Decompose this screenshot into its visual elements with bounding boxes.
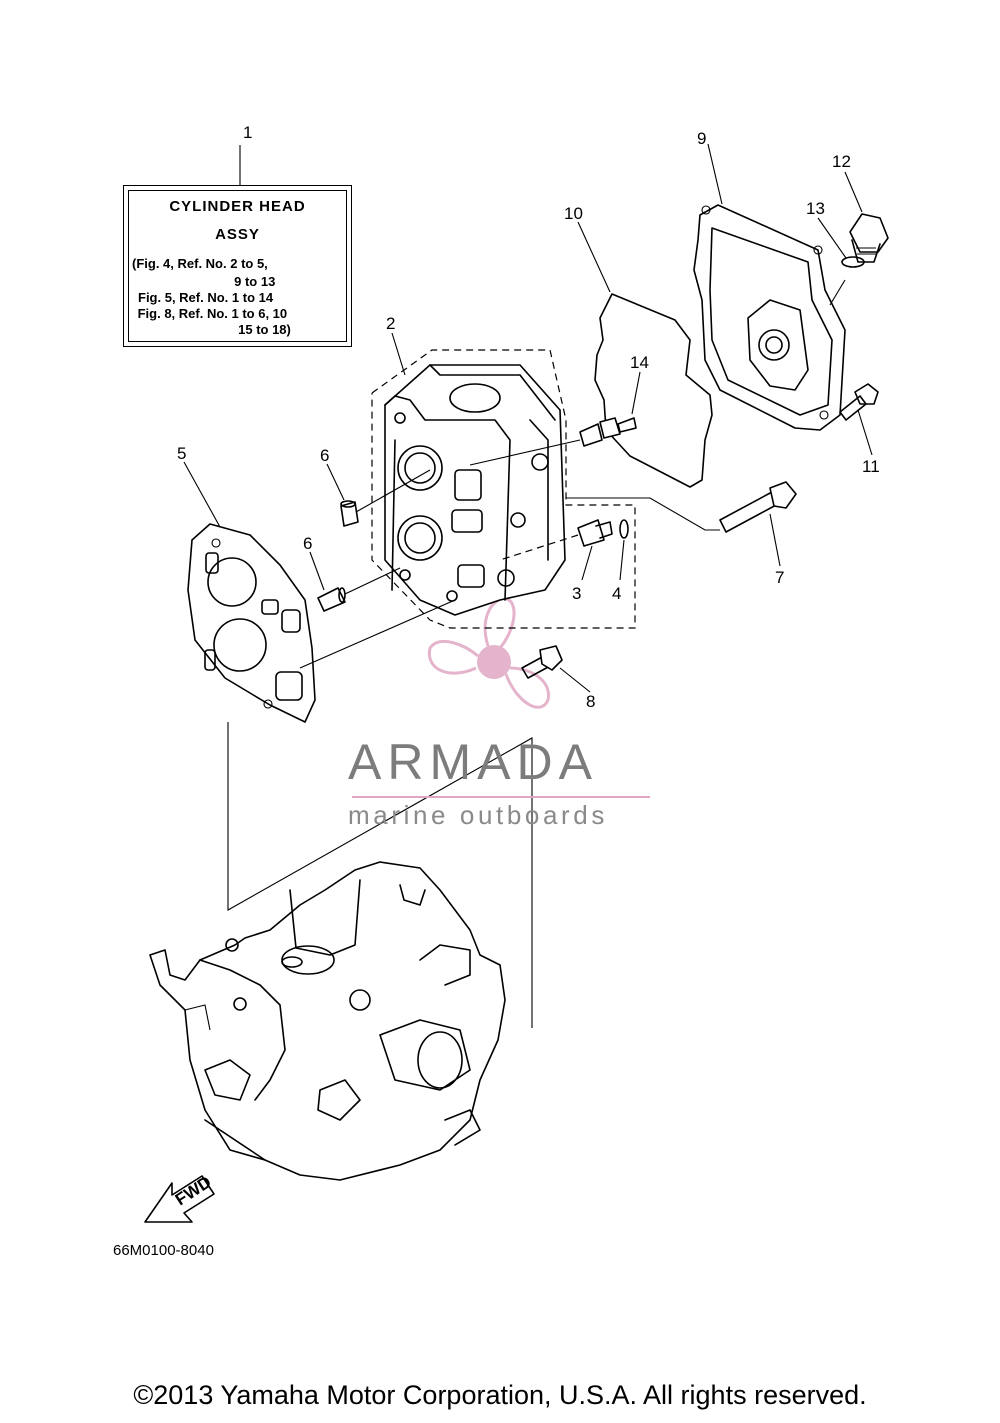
callout-11: 11	[862, 457, 880, 476]
callout-1: 1	[243, 123, 252, 142]
head-bolt	[719, 481, 797, 533]
watermark-brand: ARMADA	[348, 734, 598, 790]
cover-bolt	[839, 383, 879, 421]
callout-8: 8	[586, 692, 595, 711]
dowel-pin	[340, 500, 359, 527]
spark-plug	[579, 417, 637, 447]
o-ring	[841, 256, 865, 268]
callout-4: 4	[612, 584, 621, 603]
cylinder-head-cover	[693, 204, 846, 431]
copyright-notice: ©2013 Yamaha Motor Corporation, U.S.A. A…	[133, 1380, 867, 1410]
assy-line-5: 15 to 18)	[202, 322, 291, 337]
head-bolt-short	[521, 645, 563, 679]
assy-title-2: ASSY	[215, 226, 260, 243]
drawing-code: 66M0100-8040	[113, 1242, 214, 1259]
assy-line-4: Fig. 8, Ref. No. 1 to 6, 10	[134, 306, 288, 321]
assy-line-3: Fig. 5, Ref. No. 1 to 14	[138, 290, 274, 305]
callout-13: 13	[806, 199, 825, 218]
watermark-divider	[352, 796, 650, 798]
callout-9: 9	[697, 129, 706, 148]
callout-6a: 6	[320, 446, 329, 465]
cylinder-block	[149, 861, 506, 1181]
callout-6b: 6	[303, 534, 312, 553]
callout-3: 3	[572, 584, 581, 603]
propeller-logo-icon	[427, 596, 550, 709]
assembly-label-box: CYLINDER HEAD ASSY (Fig. 4, Ref. No. 2 t…	[123, 185, 352, 347]
oil-filler-cap	[849, 213, 889, 263]
cover-gasket	[594, 293, 713, 488]
watermark-tagline: marine outboards	[348, 800, 608, 830]
callout-2: 2	[386, 314, 395, 333]
callout-12: 12	[832, 152, 851, 171]
assy-line-1: (Fig. 4, Ref. No. 2 to 5,	[132, 256, 268, 271]
fwd-arrow-icon: FWD	[144, 1172, 215, 1223]
cylinder-head	[384, 364, 566, 616]
callout-5: 5	[177, 444, 186, 463]
assy-title-1: CYLINDER HEAD	[169, 198, 306, 215]
callout-14: 14	[630, 353, 649, 372]
callout-7: 7	[775, 568, 784, 587]
thermostat	[577, 519, 613, 547]
thermostat-gasket	[619, 519, 629, 539]
callout-10: 10	[564, 204, 583, 223]
dowel-pin	[317, 587, 346, 612]
assy-line-2: 9 to 13	[198, 274, 276, 289]
head-gasket	[187, 523, 316, 723]
